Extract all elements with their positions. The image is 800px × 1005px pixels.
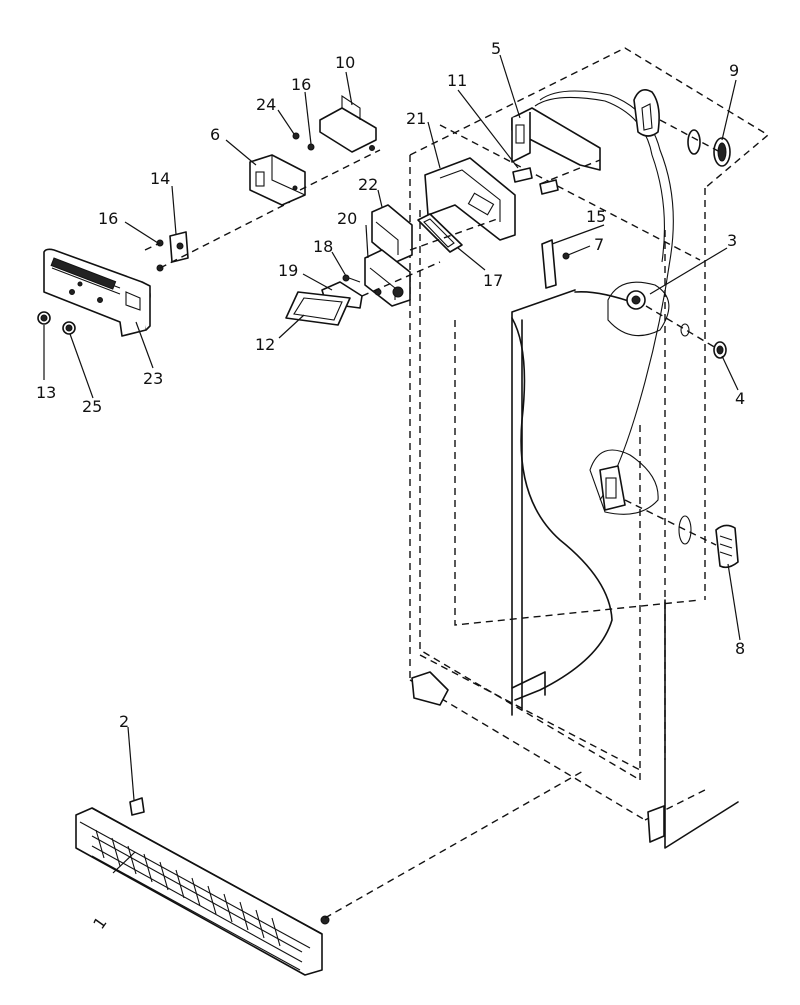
callout-16b: 16 (291, 75, 311, 94)
callout-23: 23 (143, 369, 163, 388)
part-24-screw (292, 132, 300, 140)
part-8-switch (589, 449, 739, 569)
part-23-control-panel (43, 248, 151, 337)
callout-17: 17 (483, 271, 503, 290)
assembly-lines (144, 149, 601, 919)
cabinet-outline (409, 47, 770, 849)
part-21-housing (424, 157, 516, 241)
part-3-socket (607, 281, 717, 349)
callout-2: 2 (119, 712, 129, 731)
leader-lines (43, 54, 741, 874)
part-1-grille (75, 807, 330, 976)
callout-9: 9 (729, 61, 739, 80)
callout-18: 18 (313, 237, 333, 256)
part-12-pad (285, 291, 351, 326)
callout-14: 14 (150, 169, 170, 188)
part-18-screw (342, 274, 361, 283)
callout-6: 6 (210, 125, 220, 144)
callout-13: 13 (36, 383, 56, 402)
callout-10: 10 (335, 53, 355, 72)
callout-1: 1 (89, 913, 110, 932)
part-2-clip (129, 797, 145, 816)
callout-4: 4 (735, 389, 745, 408)
part-4-bulb (713, 341, 727, 359)
callout-21: 21 (406, 109, 426, 128)
part-22-cup (371, 204, 413, 263)
part-16-screw-top (307, 143, 315, 151)
callout-3: 3 (727, 231, 737, 250)
part-15-strip (541, 239, 557, 289)
callout-25: 25 (82, 397, 102, 416)
part-25-knob (62, 321, 76, 335)
callout-labels: 1 2 3 4 5 6 7 8 9 10 11 12 13 14 15 16 1… (36, 39, 745, 933)
callout-15: 15 (586, 207, 606, 226)
callout-11: 11 (447, 71, 467, 90)
part-14-clip (169, 231, 189, 263)
callout-19: 19 (278, 261, 298, 280)
part-5-bracket (511, 107, 601, 171)
callout-12: 12 (255, 335, 275, 354)
part-13-knob (37, 311, 51, 325)
part-11-pin (512, 167, 559, 195)
callout-7: 7 (594, 235, 604, 254)
callout-5: 5 (491, 39, 501, 58)
mullion-divider (511, 289, 641, 716)
part-17-gasket (417, 213, 463, 253)
part-10-bracket (319, 94, 377, 153)
callout-20: 20 (337, 209, 357, 228)
part-7-screw (562, 252, 570, 260)
part-6-bracket (249, 154, 306, 206)
part-9-switch (633, 89, 731, 167)
callout-24: 24 (256, 95, 276, 114)
callout-16a: 16 (98, 209, 118, 228)
callout-22: 22 (358, 175, 378, 194)
callout-8: 8 (735, 639, 745, 658)
grille-slots (91, 829, 303, 971)
